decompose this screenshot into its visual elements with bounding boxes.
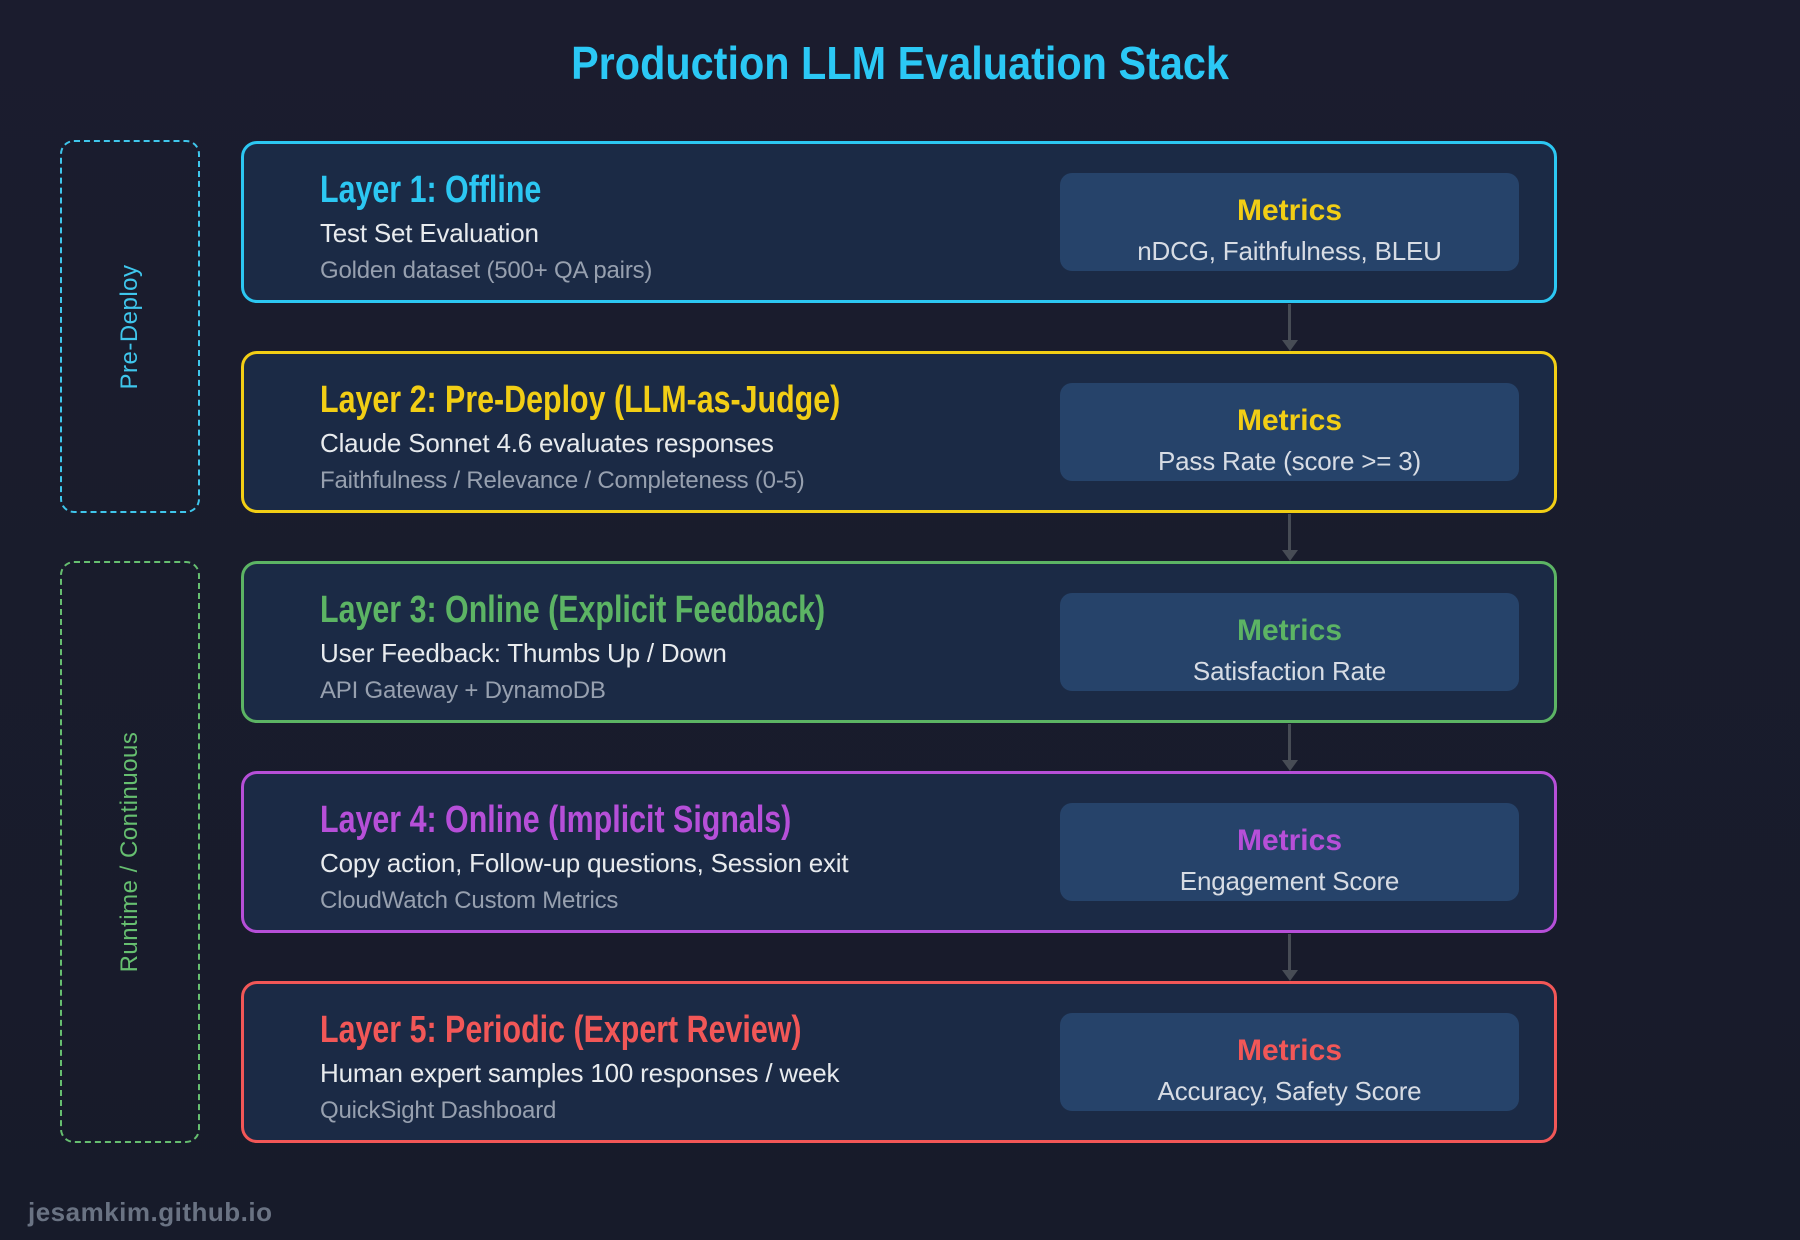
- metrics-title: Metrics: [1236, 1034, 1343, 1067]
- metrics-panel: Metrics nDCG, Faithfulness, BLEU: [1060, 173, 1519, 271]
- layer-description: Human expert samples 100 responses / wee…: [320, 1058, 840, 1088]
- phase-label-pre-deploy: Pre-Deploy: [116, 263, 143, 390]
- layer-card-5-periodic-expert: Layer 5: Periodic (Expert Review) Human …: [241, 981, 1557, 1143]
- flow-arrow-down-icon: [1288, 724, 1291, 760]
- metrics-value: Engagement Score: [1179, 866, 1400, 896]
- metrics-value: nDCG, Faithfulness, BLEU: [1137, 236, 1442, 266]
- layer-detail: Golden dataset (500+ QA pairs): [320, 257, 653, 284]
- layer-card-1-offline: Layer 1: Offline Test Set Evaluation Gol…: [241, 141, 1557, 303]
- metrics-title: Metrics: [1236, 194, 1343, 227]
- flow-arrow-down-icon: [1288, 304, 1291, 340]
- layer-card-4-online-implicit: Layer 4: Online (Implicit Signals) Copy …: [241, 771, 1557, 933]
- phase-label-runtime-continuous: Runtime / Continuous: [116, 731, 143, 973]
- metrics-value: Accuracy, Safety Score: [1157, 1076, 1422, 1106]
- metrics-panel: Metrics Engagement Score: [1060, 803, 1519, 901]
- metrics-value: Satisfaction Rate: [1192, 656, 1387, 686]
- flow-arrow-down-icon: [1288, 514, 1291, 550]
- layer-detail: QuickSight Dashboard: [320, 1097, 557, 1124]
- metrics-panel: Metrics Accuracy, Safety Score: [1060, 1013, 1519, 1111]
- layer-detail: API Gateway + DynamoDB: [320, 677, 606, 704]
- layer-detail: CloudWatch Custom Metrics: [320, 887, 619, 914]
- layer-description: Copy action, Follow-up questions, Sessio…: [320, 848, 849, 878]
- metrics-title: Metrics: [1236, 404, 1343, 437]
- layer-description: User Feedback: Thumbs Up / Down: [320, 638, 727, 668]
- metrics-title: Metrics: [1236, 614, 1343, 647]
- metrics-value: Pass Rate (score >= 3): [1158, 446, 1421, 476]
- footer-site-credit: jesamkim.github.io: [28, 1197, 273, 1227]
- layer-card-3-online-explicit: Layer 3: Online (Explicit Feedback) User…: [241, 561, 1557, 723]
- layer-title: Layer 4: Online (Implicit Signals): [320, 799, 792, 841]
- layer-description: Claude Sonnet 4.6 evaluates responses: [320, 428, 774, 458]
- metrics-panel: Metrics Satisfaction Rate: [1060, 593, 1519, 691]
- metrics-panel: Metrics Pass Rate (score >= 3): [1060, 383, 1519, 481]
- layer-card-2-pre-deploy: Layer 2: Pre-Deploy (LLM-as-Judge) Claud…: [241, 351, 1557, 513]
- layer-title: Layer 3: Online (Explicit Feedback): [320, 589, 826, 631]
- phase-bracket-runtime-continuous: Runtime / Continuous: [60, 561, 200, 1143]
- metrics-title: Metrics: [1236, 824, 1343, 857]
- phase-bracket-pre-deploy: Pre-Deploy: [60, 140, 200, 513]
- layer-detail: Faithfulness / Relevance / Completeness …: [320, 467, 805, 494]
- layer-title: Layer 2: Pre-Deploy (LLM-as-Judge): [320, 379, 841, 421]
- layer-description: Test Set Evaluation: [320, 218, 539, 248]
- layer-title: Layer 5: Periodic (Expert Review): [320, 1009, 802, 1051]
- layer-title: Layer 1: Offline: [320, 169, 542, 211]
- flow-arrow-down-icon: [1288, 934, 1291, 970]
- page-title: Production LLM Evaluation Stack: [571, 37, 1229, 89]
